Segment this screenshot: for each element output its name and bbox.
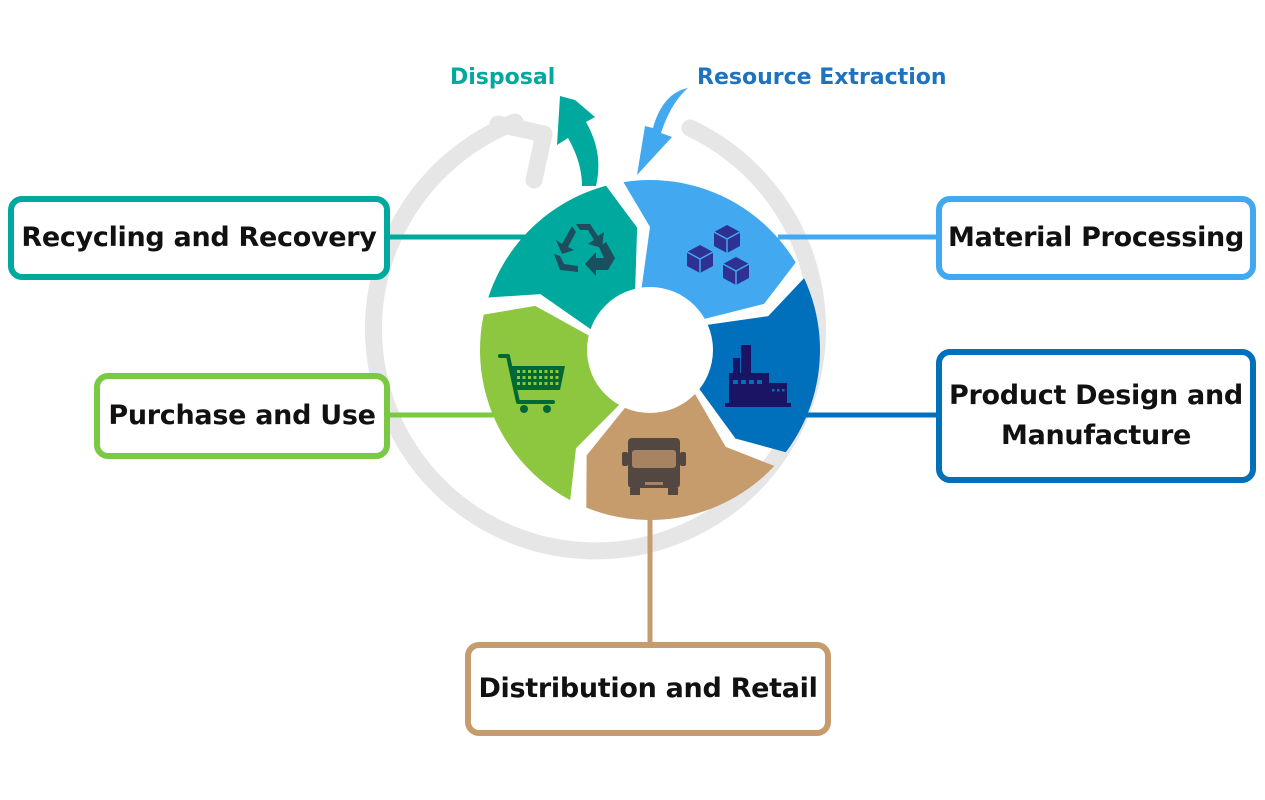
stage-box-product-design-and-manufacture: Product Design and Manufacture: [936, 349, 1256, 483]
stage-box-purchase-and-use: Purchase and Use: [94, 373, 390, 459]
cube-icon: [722, 257, 750, 285]
stage-label: Material Processing: [948, 222, 1244, 253]
wheel-center: [587, 287, 713, 413]
stage-label: Distribution and Retail: [478, 673, 818, 704]
stage-box-distribution-and-retail: Distribution and Retail: [465, 642, 831, 736]
recycle-icon: [554, 224, 615, 276]
resource-extraction-arrow-icon: [637, 88, 688, 175]
truck-icon: [622, 438, 686, 495]
segment-material: [623, 180, 796, 321]
stage-box-recycling-and-recovery: Recycling and Recovery: [8, 196, 390, 280]
disposal-label: Disposal: [450, 65, 556, 90]
segment-recycling: [488, 185, 638, 333]
factory-icon: [725, 345, 791, 407]
cube-icon: [713, 225, 741, 253]
stage-label-line-2: Manufacture: [1001, 420, 1191, 451]
stage-label-line-1: Product Design and: [949, 380, 1243, 411]
stage-box-material-processing: Material Processing: [936, 196, 1256, 280]
disposal-arrow-icon: [557, 96, 599, 186]
shopping-cart-icon: [498, 354, 565, 413]
stage-label: Recycling and Recovery: [21, 222, 377, 253]
segment-product: [696, 278, 820, 453]
cubes-icon: [686, 225, 750, 285]
stage-label: Purchase and Use: [108, 400, 376, 431]
cube-icon: [686, 245, 714, 273]
resource-extraction-label: Resource Extraction: [697, 65, 947, 90]
cycle-ring-arrowhead-icon: [489, 115, 553, 189]
